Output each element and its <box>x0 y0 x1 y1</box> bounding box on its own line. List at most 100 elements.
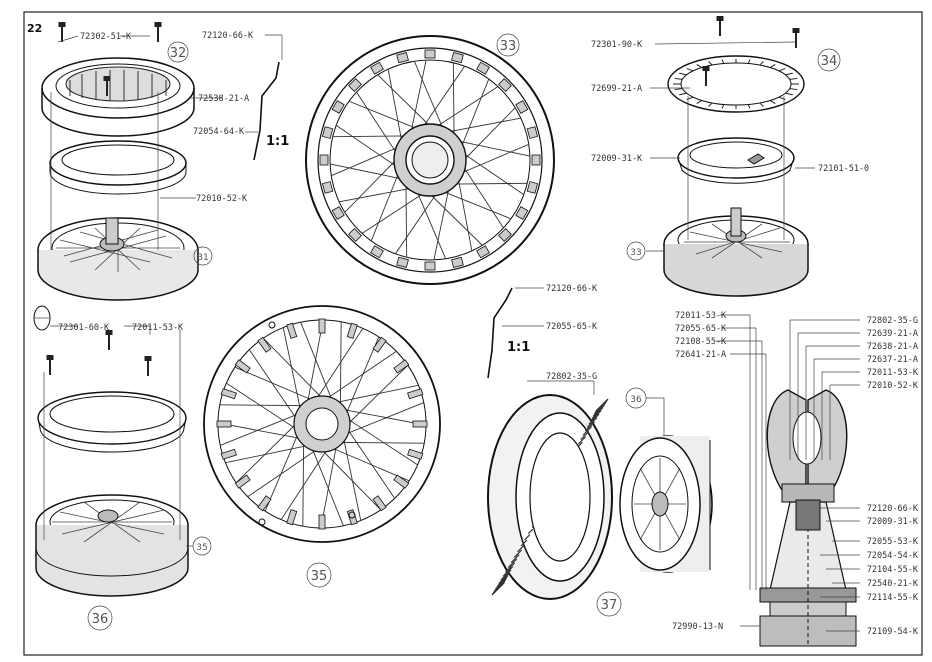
callout-circle-35 <box>306 562 332 588</box>
drawing-line <box>721 59 725 64</box>
drawing-line <box>377 74 431 127</box>
drawing-slot <box>498 228 512 242</box>
drawing-line <box>770 64 776 69</box>
page-frame <box>23 11 923 656</box>
xs-bottom-label-4: 72054-54-K <box>867 551 919 561</box>
drawing-slot <box>321 126 334 139</box>
drawing-slot <box>424 261 436 271</box>
drawing-line <box>510 554 520 563</box>
xs-bottom-label-6: 72540-21-K <box>867 579 919 589</box>
drawing-line <box>580 431 590 440</box>
drawing-line <box>264 433 299 512</box>
drawing-line <box>316 328 364 399</box>
assembly-37-tyre: 72802-35-G <box>487 372 613 600</box>
drawing-line <box>394 193 438 255</box>
part-label-72011-53-left: 72011-53-K <box>132 323 184 333</box>
drawing-line <box>524 534 531 541</box>
drawing-line <box>507 558 518 568</box>
drawing-line <box>300 322 333 401</box>
drawing-line <box>343 438 362 521</box>
drawing-line <box>679 72 687 76</box>
drawing-slot <box>393 359 410 374</box>
xs-base-label: 72990-13-N <box>672 622 723 632</box>
drawing-line <box>674 77 683 80</box>
callout-32: 32 <box>170 46 187 61</box>
drawing-slot <box>476 61 490 75</box>
drawing-slot <box>396 256 409 269</box>
drawing-line <box>429 193 483 246</box>
drawing-slot <box>346 322 358 339</box>
drawing-slot <box>348 228 362 242</box>
xs-left-label-4: 72641-21-A <box>675 350 726 360</box>
leaders-group-34 <box>646 41 815 252</box>
drawing-slot <box>286 322 298 339</box>
drawing-slot <box>234 474 251 489</box>
drawing-line <box>592 404 605 417</box>
xs-left-label-3: 72108-55-K <box>675 337 727 347</box>
drawing-line <box>463 107 516 161</box>
drawing-slot <box>348 78 362 92</box>
drawing-slot <box>526 126 539 139</box>
drawing-line <box>686 67 694 72</box>
drawing-line <box>759 102 764 107</box>
drawing-line <box>347 418 418 466</box>
part-label-72699-21: 72699-21-A <box>591 84 642 94</box>
drawing-line <box>234 366 313 401</box>
drawing-line <box>410 59 427 132</box>
drawing-line <box>422 65 466 127</box>
xs-bottom-label-5: 72104-55-K <box>867 565 919 575</box>
part-label-72301-60: 72301-60-K <box>58 323 110 333</box>
callout-36b: 36 <box>630 395 642 405</box>
drawing-line <box>311 447 344 526</box>
drawing-slot <box>407 448 424 460</box>
callout-circle-33 <box>496 33 520 57</box>
drawing-line <box>527 528 534 535</box>
drawing-line <box>339 187 412 203</box>
drawing-line <box>436 86 499 128</box>
xs-bottom-label-2: 72009-31-K <box>867 517 919 527</box>
xs-left-label-2: 72055-65-K <box>675 324 727 334</box>
seal-ring-72010 <box>49 140 187 195</box>
drawing-line <box>345 336 380 415</box>
drawing-slot <box>257 336 272 353</box>
drawing-line <box>448 117 521 133</box>
drawing-line <box>462 166 504 229</box>
drawing-line <box>220 413 299 446</box>
part-label-72301-90: 72301-90-K <box>591 40 643 50</box>
drawing-line <box>219 404 304 407</box>
drawing-slot <box>396 51 409 64</box>
drawing-slot <box>515 100 529 114</box>
drawing-line <box>335 124 397 168</box>
drawing-line <box>785 92 793 96</box>
drawing-line <box>458 140 531 157</box>
drawing-line <box>590 410 602 422</box>
xs-right-label-1: 72802-35-G <box>867 316 918 326</box>
assembly-35-wheel-face <box>203 305 441 543</box>
drawing-line <box>302 442 305 527</box>
drawing-slot <box>515 206 529 220</box>
drawing-line <box>463 152 525 196</box>
callout-37: 37 <box>601 598 618 613</box>
assembly-36-wheel <box>35 494 189 597</box>
drawing-line <box>248 349 297 420</box>
drawing-line <box>339 321 342 406</box>
drawing-line <box>280 449 328 520</box>
drawing-slot <box>319 154 329 166</box>
part-label-72120-66-top: 72120-66-K <box>202 31 254 41</box>
drawing-line <box>759 61 764 66</box>
drawing-line <box>326 350 397 399</box>
drawing-line <box>226 382 297 430</box>
wheel-cross-section <box>759 389 857 647</box>
drawing-line <box>505 562 516 573</box>
drawing-line <box>500 569 512 581</box>
drawing-slot <box>257 495 272 512</box>
drawing-line <box>348 100 418 130</box>
drawing-line <box>586 417 598 428</box>
drawing-line <box>344 159 397 213</box>
drawing-line <box>461 143 529 174</box>
leaders-group-32 <box>50 35 222 250</box>
assembly-32-ring <box>41 21 195 137</box>
drawing-line <box>502 566 514 577</box>
drawing-line <box>588 413 600 425</box>
